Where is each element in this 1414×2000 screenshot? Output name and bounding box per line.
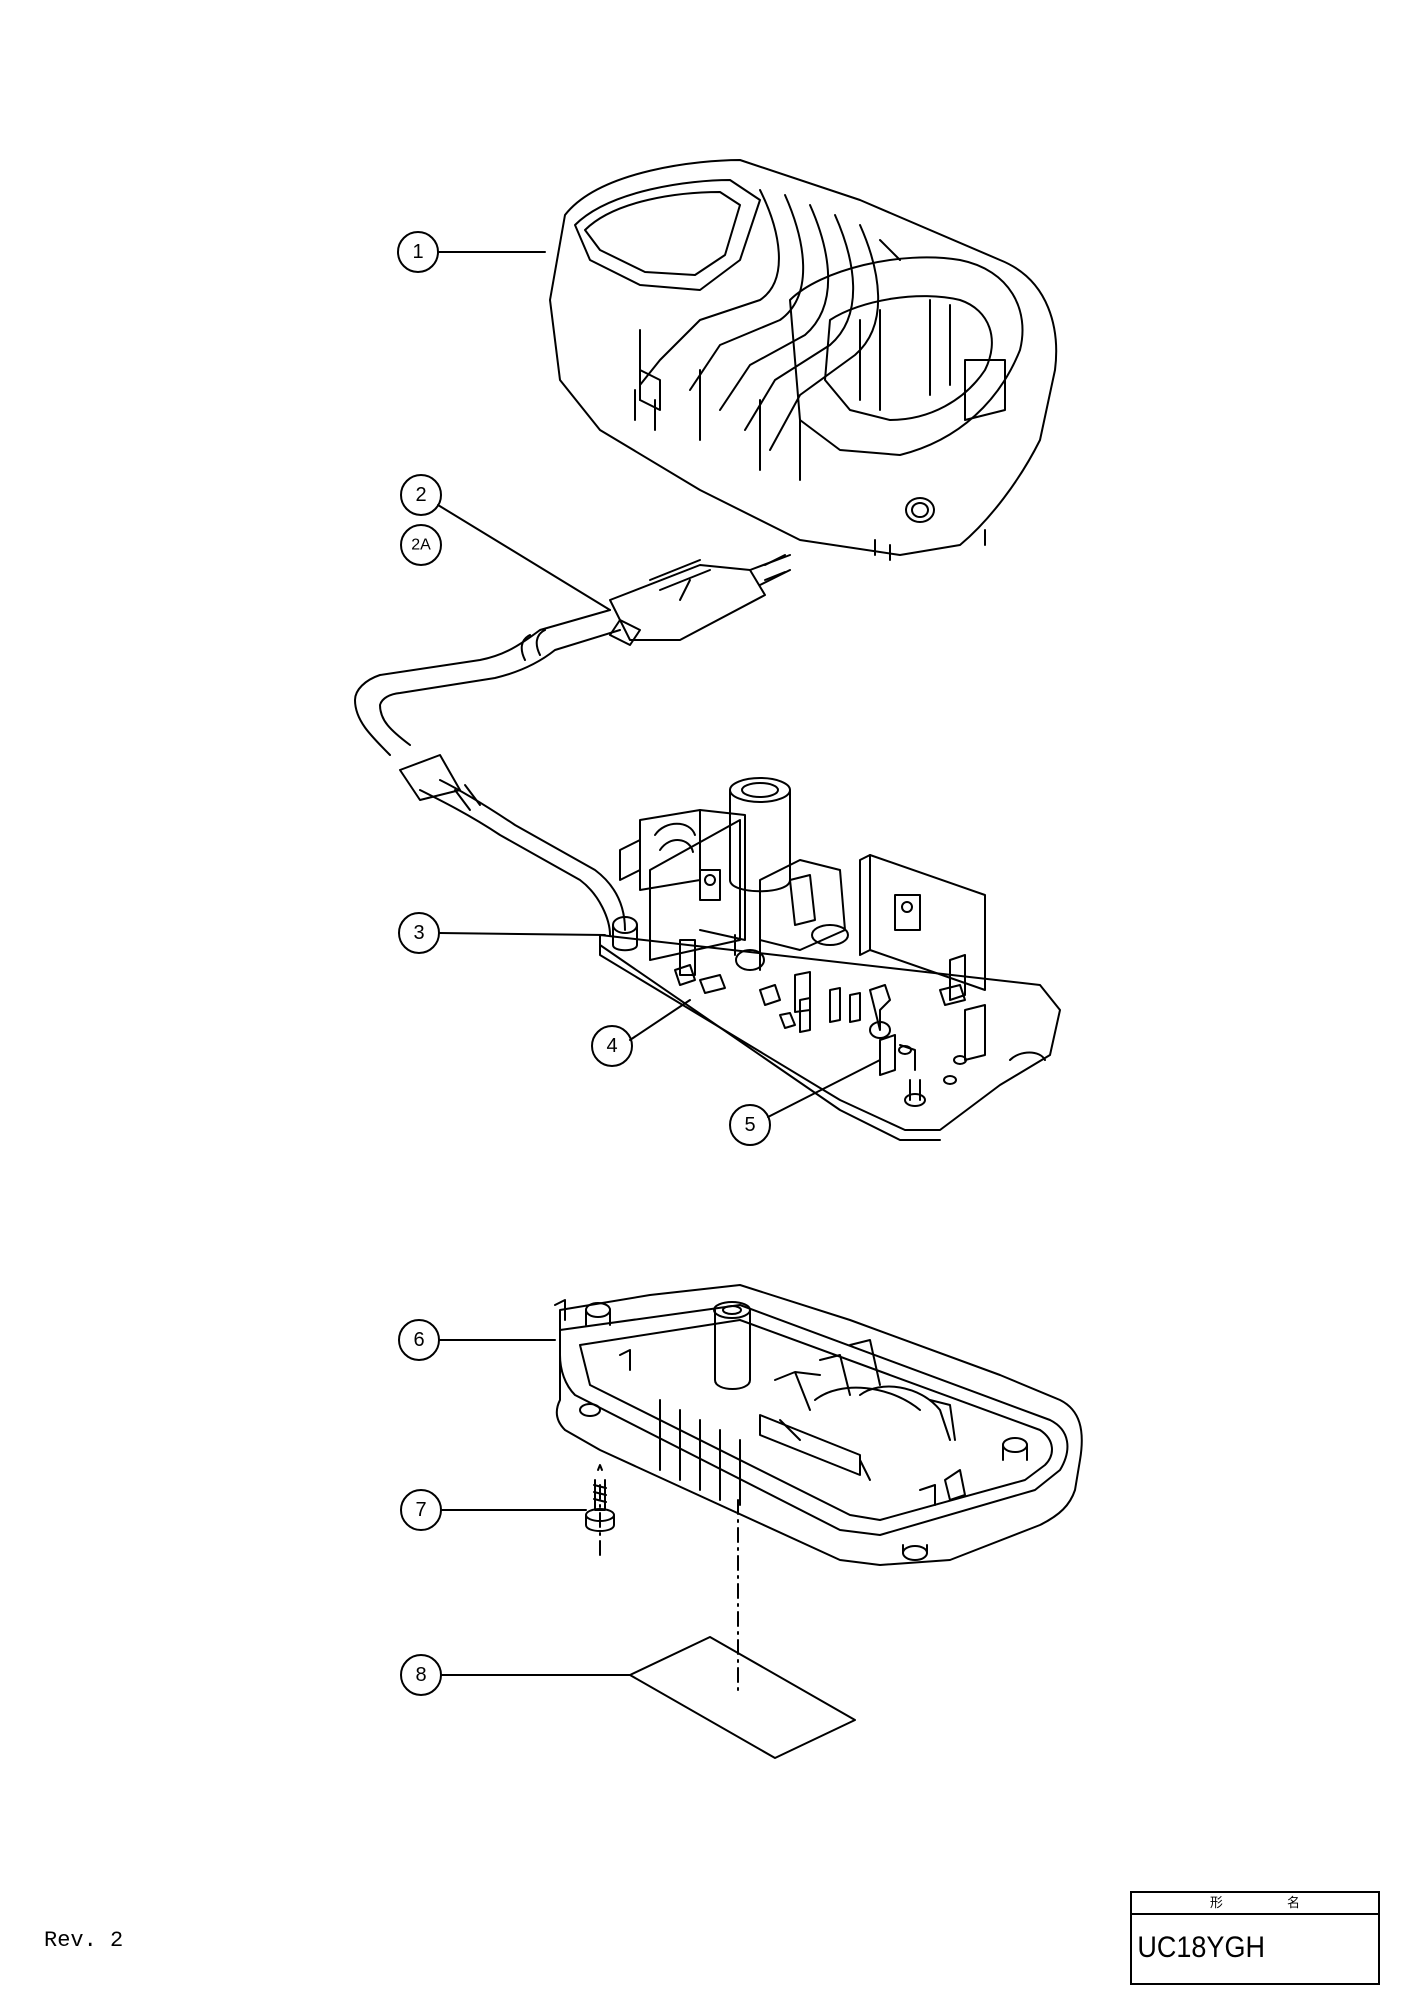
- callout-label-7: 7: [415, 1499, 426, 1521]
- callout-label-2a: 2A: [411, 537, 431, 554]
- tapping-screw: [585, 1464, 615, 1561]
- revision-label: Rev. 2: [44, 1928, 124, 1953]
- charger-top-cover: [549, 159, 1058, 561]
- callout-label-1: 1: [412, 241, 423, 263]
- name-plate-label: [629, 1499, 856, 1759]
- charger-bottom-case: [554, 1284, 1083, 1566]
- callout-circle-2: [400, 474, 442, 516]
- callout-label-5: 5: [744, 1114, 755, 1136]
- model-number: UC18YGH: [1137, 1931, 1265, 1964]
- callout-label-6: 6: [413, 1329, 424, 1351]
- callout-label-3: 3: [413, 922, 424, 944]
- callout-label-2: 2: [415, 484, 426, 506]
- callout-circle-2a: [400, 524, 442, 566]
- callout-circle-5: [729, 1104, 771, 1146]
- callout-label-8: 8: [415, 1664, 426, 1686]
- callout-circle-4: [591, 1025, 633, 1067]
- callout-label-4: 4: [606, 1035, 617, 1057]
- model-title-block: 形 名 UC18YGH: [1130, 1891, 1380, 1985]
- title-block-header: 形 名: [1132, 1893, 1378, 1915]
- circuit-board: [599, 777, 1061, 1141]
- power-cord: [354, 554, 791, 936]
